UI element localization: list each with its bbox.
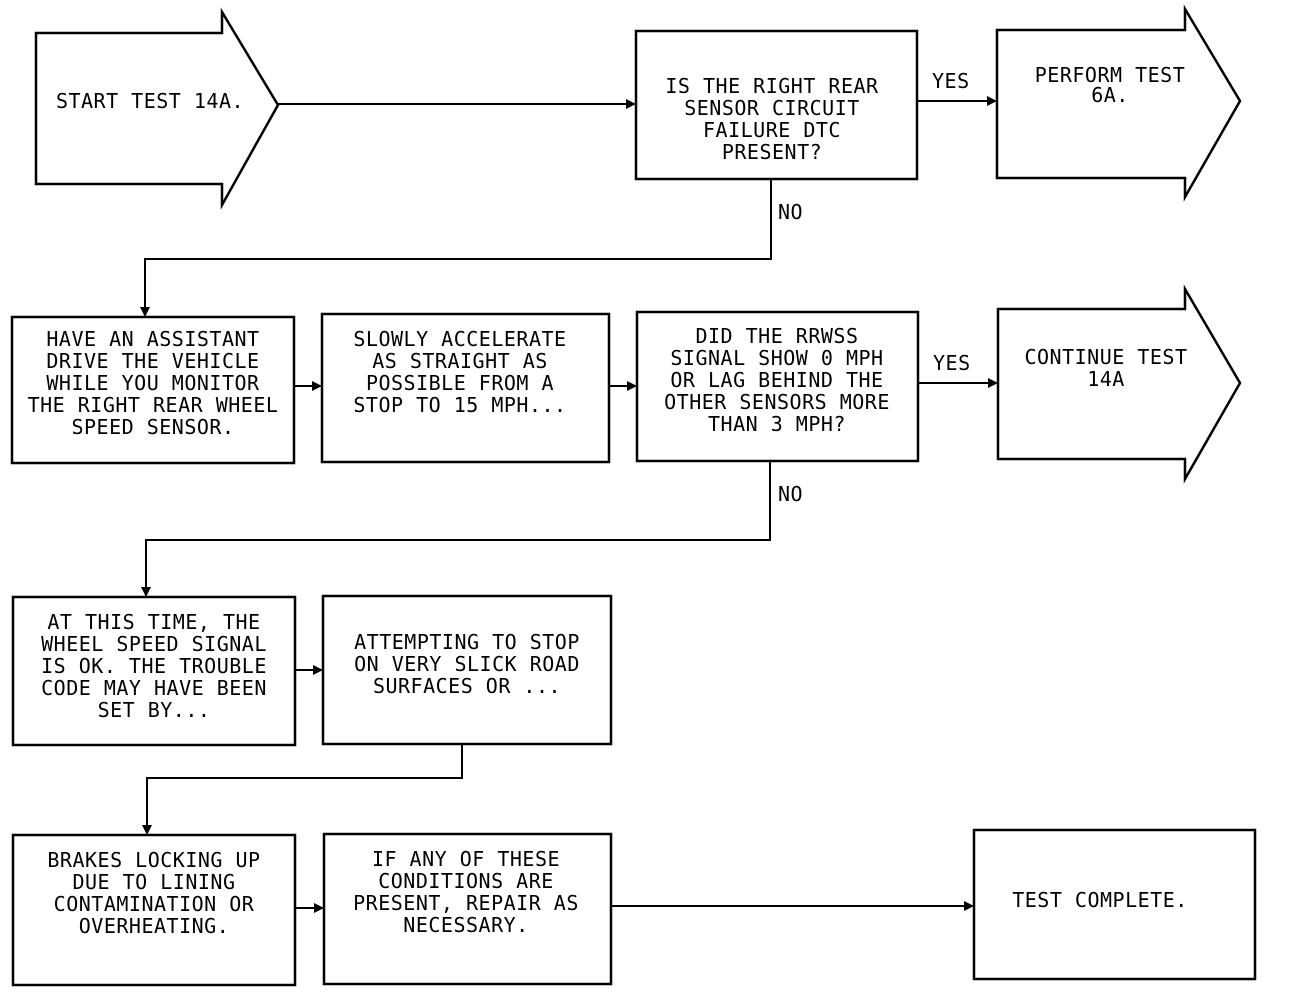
text-line: ON VERY SLICK ROAD [354, 652, 580, 676]
text-line: DID THE RRWSS [695, 324, 858, 348]
start-arrow: START TEST 14A. [34, 7, 280, 210]
test-complete-box: TEST COMPLETE. [972, 828, 1257, 981]
text-line: FAILURE DTC [703, 118, 841, 142]
start-label: START TEST 14A. [56, 89, 244, 113]
text-line: WHEEL SPEED SIGNAL [41, 632, 267, 656]
text-line: PERFORM TEST [1035, 63, 1186, 87]
connector-brakes-to-repair [295, 903, 324, 913]
text-line: OR LAG BEHIND THE [670, 368, 883, 392]
connector-repair-to-complete [611, 901, 974, 911]
text-line: HAVE AN ASSISTANT [46, 327, 259, 351]
text-line: PRESENT? [722, 140, 822, 164]
text-line: NECESSARY. [403, 913, 528, 937]
connector-q2-yes: YES [918, 351, 998, 388]
test-complete-text: TEST COMPLETE. [1012, 888, 1188, 912]
q1-yes-label: YES [932, 69, 970, 93]
text-line: CONTAMINATION OR [54, 892, 255, 916]
q2-no-label: NO [778, 482, 803, 506]
text-line: BRAKES LOCKING UP [47, 848, 260, 872]
q1-no-label: NO [778, 200, 803, 224]
text-line: IS THE RIGHT REAR [665, 74, 879, 98]
text-line: 6A. [1091, 83, 1129, 107]
text-line: IF ANY OF THESE [372, 847, 560, 871]
text-line: SET BY... [98, 698, 211, 722]
connector-q1-yes: YES [917, 69, 997, 106]
connector-start-to-q1 [278, 99, 636, 109]
text-line: START TEST 14A. [56, 89, 244, 113]
text-line: SIGNAL SHOW 0 MPH [670, 346, 883, 370]
connector-q1-no: NO [140, 179, 803, 317]
text-line: PRESENT, REPAIR AS [353, 891, 579, 915]
text-line: CONTINUE TEST [1024, 345, 1187, 369]
connector-accelerate-to-q2 [609, 381, 637, 391]
text-line: ATTEMPTING TO STOP [354, 630, 580, 654]
text-line: OVERHEATING. [79, 914, 230, 938]
text-line: CONDITIONS ARE [378, 869, 554, 893]
connector-slick-to-brakes [142, 744, 463, 835]
text-line: WHILE YOU MONITOR [46, 371, 260, 395]
text-line: DUE TO LINING [72, 870, 235, 894]
text-line: AT THIS TIME, THE [47, 610, 260, 634]
connector-ok-to-slick [295, 665, 323, 675]
text-line: SLOWLY ACCELERATE [353, 327, 566, 351]
text-line: OTHER SENSORS MORE [664, 390, 890, 414]
text-line: STOP TO 15 MPH... [353, 393, 566, 417]
text-line: 14A [1087, 367, 1125, 391]
connector-q2-no: NO [141, 461, 803, 597]
text-line: IS OK. THE TROUBLE [41, 654, 267, 678]
text-line: SURFACES OR ... [373, 674, 561, 698]
connector-assistant-to-accelerate [294, 381, 322, 391]
text-line: DRIVE THE VEHICLE [46, 349, 259, 373]
text-line: THE RIGHT REAR WHEEL [28, 393, 279, 417]
text-line: POSSIBLE FROM A [366, 371, 554, 395]
text-line: CODE MAY HAVE BEEN [41, 676, 267, 700]
text-line: AS STRAIGHT AS [372, 349, 548, 373]
text-line: TEST COMPLETE. [1012, 888, 1188, 912]
text-line: SENSOR CIRCUIT [684, 96, 860, 120]
text-line: SPEED SENSOR. [71, 415, 234, 439]
text-line: THAN 3 MPH? [708, 412, 846, 436]
q2-yes-label: YES [933, 351, 971, 375]
